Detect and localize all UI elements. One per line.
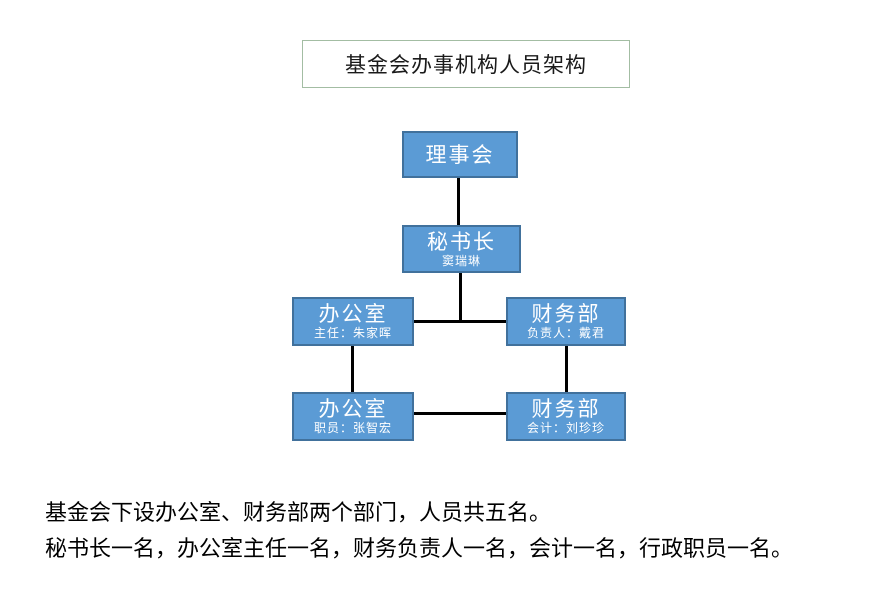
connector-secretary-departments xyxy=(459,273,462,323)
node-person: 职员：张智宏 xyxy=(313,421,392,435)
connector-board-secretary xyxy=(457,178,460,225)
node-office-staff: 办公室 职员：张智宏 xyxy=(292,392,414,441)
node-label: 财务部 xyxy=(531,397,601,421)
connector-staff-accountant xyxy=(414,412,506,415)
node-label: 办公室 xyxy=(318,302,388,326)
node-label: 办公室 xyxy=(318,397,388,421)
node-finance-head: 财务部 负责人：戴君 xyxy=(506,297,626,346)
connector-office-finance xyxy=(414,320,506,323)
node-secretary-general: 秘书长 窦瑞琳 xyxy=(402,225,521,273)
chart-title-box: 基金会办事机构人员架构 xyxy=(302,40,630,88)
chart-title: 基金会办事机构人员架构 xyxy=(345,53,587,77)
node-label: 理事会 xyxy=(425,142,495,167)
node-board-of-directors: 理事会 xyxy=(402,131,518,178)
node-person: 会计：刘珍珍 xyxy=(526,421,605,435)
node-person: 窦瑞琳 xyxy=(441,253,481,268)
node-finance-accountant: 财务部 会计：刘珍珍 xyxy=(506,392,626,441)
node-label: 财务部 xyxy=(531,302,601,326)
summary-line-2: 秘书长一名，办公室主任一名，财务负责人一名，会计一名，行政职员一名。 xyxy=(45,537,794,562)
node-person: 主任：朱家晖 xyxy=(313,326,392,340)
summary-notes: 基金会下设办公室、财务部两个部门，人员共五名。 秘书长一名，办公室主任一名，财务… xyxy=(45,496,793,568)
node-label: 秘书长 xyxy=(427,229,496,254)
summary-line-1: 基金会下设办公室、财务部两个部门，人员共五名。 xyxy=(45,501,552,526)
node-person: 负责人：戴君 xyxy=(526,326,605,340)
node-office-director: 办公室 主任：朱家晖 xyxy=(292,297,414,346)
connector-finance-accountant xyxy=(565,346,568,392)
connector-office-staff xyxy=(351,346,354,392)
